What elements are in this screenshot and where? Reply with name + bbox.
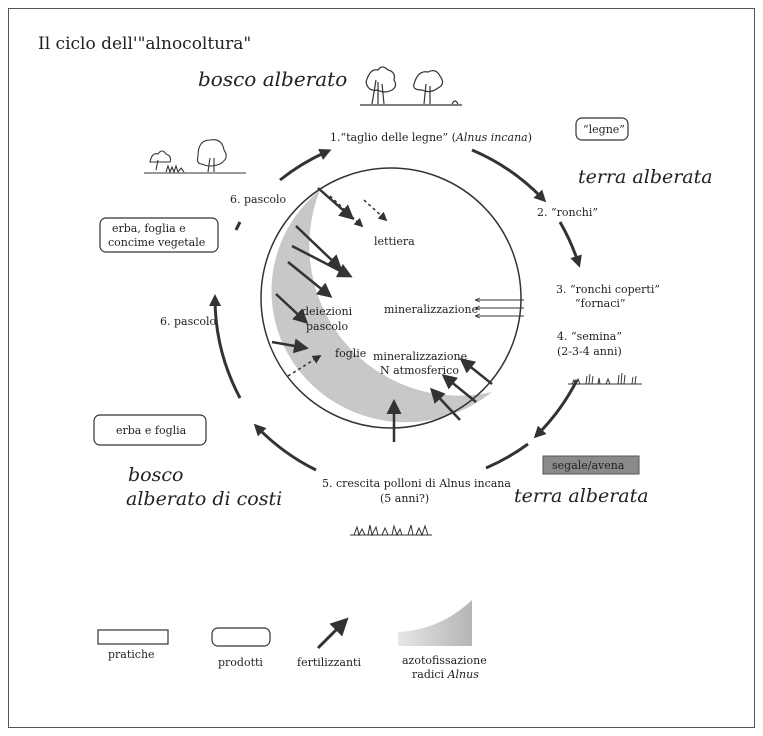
- cycle-arc-bottom-left: [253, 423, 317, 472]
- phase-terra-alberata-right: terra alberata: [578, 166, 713, 188]
- step-5-line1: 5. crescita polloni di Alnus incana: [322, 477, 511, 490]
- step-1-label: 1.“taglio delle legne” (Alnus incana): [330, 131, 532, 144]
- inner-deiezioni-line2: pascolo: [306, 320, 349, 333]
- legend: pratiche prodotti fertilizzanti azotofis…: [97, 600, 487, 681]
- step-3-line1: 3. “ronchi coperti”: [556, 283, 660, 296]
- inner-mineral-n-line2: N atmosferico: [380, 364, 459, 377]
- inner-mineralizzazione: mineralizzazione: [384, 303, 478, 316]
- phase-terra-alberata-bottom: terra alberata: [514, 485, 649, 507]
- outer-cycle: [209, 148, 582, 472]
- legend-fertilizzanti: fertilizzanti: [297, 617, 361, 669]
- step-4-line1: 4. “semina”: [557, 330, 622, 343]
- legend-pratiche: pratiche: [97, 629, 169, 661]
- svg-text:radici Alnus: radici Alnus: [412, 668, 479, 681]
- crop-sketch-right: [568, 372, 642, 386]
- svg-text:erba e foglia: erba e foglia: [116, 424, 187, 437]
- inner-lettiera: lettiera: [374, 235, 415, 248]
- shaded-band: [271, 190, 492, 423]
- cycle-arc-right: [558, 221, 582, 268]
- cycle-arc-lower-right: [533, 379, 579, 439]
- svg-text:“legne”: “legne”: [583, 123, 625, 136]
- svg-text:concime vegetale: concime vegetale: [108, 236, 205, 249]
- cycle-arc-top-right: [471, 148, 547, 203]
- step-6-label-lower: 6. pascolo: [160, 315, 217, 328]
- product-box-segale-avena: segale/avena: [542, 455, 640, 475]
- svg-text:prodotti: prodotti: [218, 656, 263, 669]
- dotted-arrows: [287, 195, 388, 377]
- phase-alberato-di-costi: alberato di costi: [126, 488, 282, 510]
- cycle-arc-left: [209, 294, 242, 399]
- step-4-line2: (2-3-4 anni): [557, 345, 622, 358]
- inner-foglie: foglie: [335, 347, 366, 360]
- svg-text:erba, foglia e: erba, foglia e: [112, 222, 186, 235]
- legend-azotofissazione: azotofissazione radici Alnus: [398, 600, 487, 681]
- product-box-legne: “legne”: [575, 117, 629, 141]
- step-3-line2: “fornaci”: [575, 297, 626, 310]
- trees-sketch-top: [360, 66, 462, 106]
- inner-deiezioni-line1: deiezioni: [302, 305, 353, 318]
- product-box-erba-foglia-concime: erba, foglia e concime vegetale: [99, 217, 219, 253]
- figure-frame: [8, 8, 755, 728]
- trees-sketch-left: [144, 139, 246, 174]
- mineralization-arrows: [476, 300, 524, 316]
- phase-bosco-alberato-top: bosco alberato: [198, 67, 347, 91]
- step-2-label: 2. “ronchi”: [537, 206, 598, 219]
- svg-text:pratiche: pratiche: [108, 648, 155, 661]
- cycle-arc-top-left: [279, 148, 332, 182]
- svg-text:segale/avena: segale/avena: [552, 459, 625, 472]
- product-box-erba-foglia: erba e foglia: [93, 414, 207, 446]
- step-5-line2: (5 anni?): [380, 492, 429, 505]
- fertilizer-arrows: [271, 187, 493, 442]
- cycle-arc-bottom-right: [485, 442, 529, 470]
- legend-prodotti: prodotti: [211, 627, 271, 669]
- phase-bosco-line1: bosco: [128, 464, 183, 486]
- svg-text:azotofissazione: azotofissazione: [402, 654, 487, 667]
- inner-mineral-n-line1: mineralizzazione: [373, 350, 467, 363]
- cycle-arc-upper-left: [234, 221, 242, 231]
- shoots-sketch-bottom: [350, 524, 432, 537]
- inner-circle: [260, 167, 522, 429]
- svg-text:fertilizzanti: fertilizzanti: [297, 656, 361, 669]
- step-6-label-upper: 6. pascolo: [230, 193, 287, 206]
- page-title: Il ciclo dell'"alnocoltura": [38, 34, 251, 54]
